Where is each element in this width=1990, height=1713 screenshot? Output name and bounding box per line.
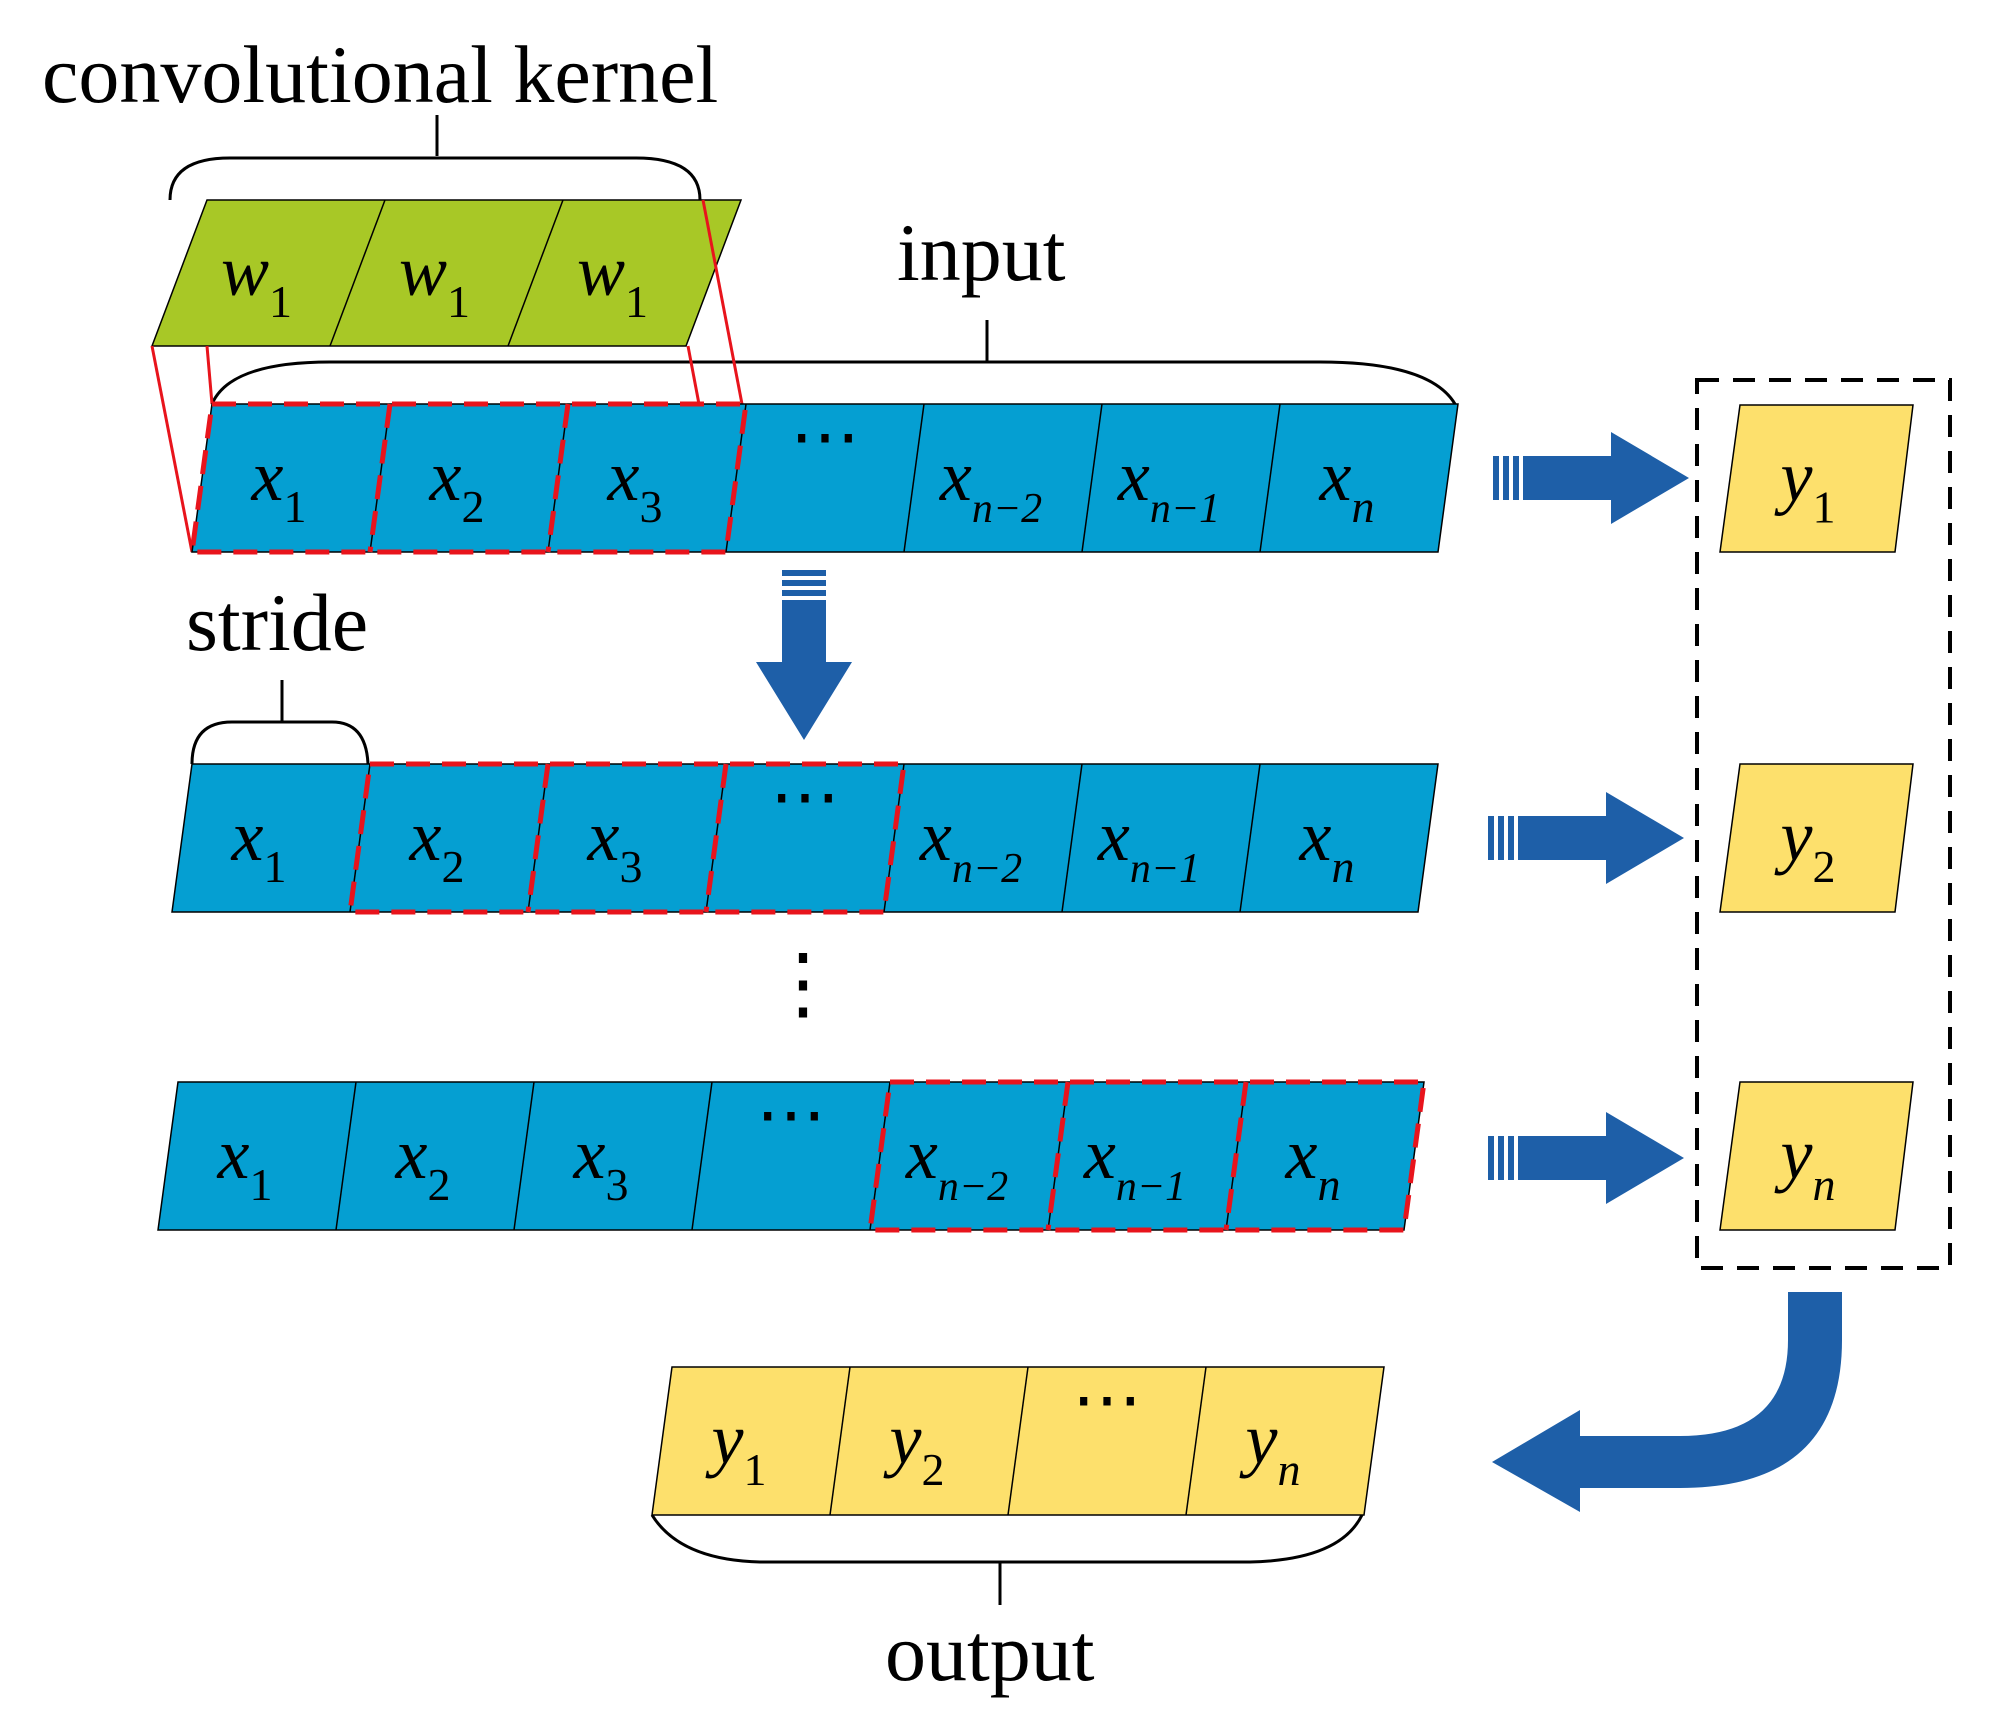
row2-cell-label: x1 bbox=[231, 796, 287, 892]
row3-cell-divider bbox=[335, 1081, 357, 1231]
row-output-y-2: y2 bbox=[1719, 763, 1914, 913]
stride-brace bbox=[190, 680, 370, 765]
row3-cell-label: xn−1 bbox=[1083, 1114, 1186, 1210]
row-output-label: yn bbox=[1774, 1114, 1836, 1210]
row1-cell-label: xn−2 bbox=[939, 436, 1042, 532]
row3-cell-label: x3 bbox=[573, 1114, 629, 1210]
row2-cell-label: xn bbox=[1299, 796, 1355, 892]
kernel-cell-divider bbox=[507, 199, 564, 347]
output-cell-label: yn bbox=[1239, 1399, 1301, 1495]
row3-cell-label: x2 bbox=[395, 1114, 451, 1210]
row2-kernel-window bbox=[347, 761, 907, 915]
row1-cell-label: x3 bbox=[607, 436, 663, 532]
output-brace bbox=[650, 1514, 1364, 1605]
curved-return-arrow bbox=[1492, 1292, 1842, 1512]
row3-cell-divider bbox=[691, 1081, 713, 1231]
row3-ellipsis: ⋯ bbox=[756, 1077, 826, 1154]
row3-window-divider bbox=[1223, 1081, 1249, 1231]
down-arrow bbox=[756, 570, 852, 740]
row2-cell-label: x3 bbox=[587, 796, 643, 892]
output-cell-divider bbox=[829, 1366, 851, 1516]
row-output-cell bbox=[1719, 1081, 1914, 1231]
row-output-y-3: yn bbox=[1719, 1081, 1914, 1231]
output-strip: y1 y2 ⋯ yn bbox=[651, 1362, 1385, 1516]
kernel-strip: w1 w1 w1 bbox=[150, 199, 743, 347]
row1-window-divider bbox=[545, 403, 571, 553]
row2-window-divider bbox=[703, 763, 729, 913]
row1-ellipsis: ⋯ bbox=[790, 399, 860, 476]
row1-window-divider bbox=[367, 403, 393, 553]
kernel-cell-divider bbox=[329, 199, 386, 347]
kernel-brace bbox=[168, 115, 702, 201]
kernel-cell-label: w1 bbox=[221, 231, 292, 327]
row-output-cell bbox=[1719, 404, 1914, 553]
row3-kernel-window bbox=[867, 1079, 1427, 1233]
output-ellipsis: ⋯ bbox=[1072, 1362, 1142, 1439]
stride-label: stride bbox=[186, 577, 368, 668]
row1-cell-label: x2 bbox=[429, 436, 485, 532]
output-cell-divider bbox=[1185, 1366, 1207, 1516]
input-row-1: x1 x2 x3 ⋯ xn−2 xn−1 xn bbox=[189, 399, 1459, 555]
row3-cell-label: xn−2 bbox=[905, 1114, 1008, 1210]
right-arrow-row-3 bbox=[1488, 1112, 1684, 1204]
row2-ellipsis: ⋯ bbox=[770, 759, 840, 836]
right-arrow-row-2 bbox=[1488, 792, 1684, 884]
row2-cell-divider bbox=[1061, 763, 1083, 913]
input-row-3: x1 x2 x3 ⋯ xn−2 xn−1 xn bbox=[157, 1077, 1427, 1233]
output-cell-divider bbox=[1007, 1366, 1029, 1516]
row1-cell-divider bbox=[1259, 403, 1281, 553]
row-outputs-dashed-box bbox=[1695, 378, 1952, 1270]
row2-window-divider bbox=[525, 763, 551, 913]
kernel-label: convolutional kernel bbox=[42, 29, 718, 120]
row1-cell-label: xn bbox=[1319, 436, 1375, 532]
row-output-label: y1 bbox=[1774, 437, 1836, 533]
output-label: output bbox=[885, 1607, 1095, 1698]
vertical-ellipsis: ⋮ bbox=[763, 940, 843, 1028]
row3-cell-label: xn bbox=[1285, 1114, 1341, 1210]
input-label: input bbox=[897, 207, 1066, 298]
kernel-cell-label: w1 bbox=[577, 231, 648, 327]
row-output-label: y2 bbox=[1774, 796, 1836, 892]
row2-cell-label: xn−1 bbox=[1097, 796, 1200, 892]
kernel-cell-label: w1 bbox=[399, 231, 470, 327]
row2-cell-divider bbox=[1239, 763, 1261, 913]
input-brace bbox=[210, 320, 1457, 405]
row-outputs: y1 y2 yn bbox=[1719, 404, 1914, 1231]
arrows bbox=[756, 432, 1842, 1512]
row2-cell-label: x2 bbox=[409, 796, 465, 892]
row-output-y-1: y1 bbox=[1719, 404, 1914, 553]
row3-cell-divider bbox=[513, 1081, 535, 1231]
output-cell-label: y2 bbox=[883, 1399, 945, 1495]
row2-strip-body bbox=[171, 763, 1439, 913]
row3-window-divider bbox=[1045, 1081, 1071, 1231]
row1-kernel-window bbox=[189, 401, 749, 555]
row-output-cell bbox=[1719, 763, 1914, 913]
row1-cell-label: x1 bbox=[251, 436, 307, 532]
input-row-2: x1 x2 x3 ⋯ xn−2 xn−1 xn bbox=[171, 759, 1439, 915]
right-arrow-row-1 bbox=[1493, 432, 1689, 524]
row1-cell-divider bbox=[903, 403, 925, 553]
row1-cell-divider bbox=[1081, 403, 1103, 553]
row3-cell-label: x1 bbox=[217, 1114, 273, 1210]
row1-cell-label: xn−1 bbox=[1117, 436, 1220, 532]
output-cell-label: y1 bbox=[705, 1399, 767, 1495]
row2-cell-label: xn−2 bbox=[919, 796, 1022, 892]
